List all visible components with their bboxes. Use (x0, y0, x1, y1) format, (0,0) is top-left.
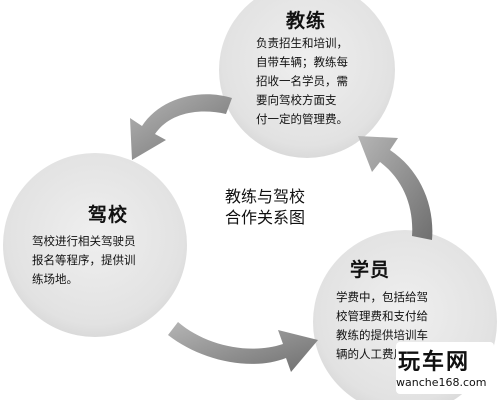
diagram-title: 教练与驾校 合作关系图 (224, 187, 305, 227)
watermark: 玩车网 wanche168.com (396, 342, 494, 394)
arrow-school-to-student (168, 322, 318, 372)
school-circle (3, 153, 187, 337)
student-title: 学员 (350, 259, 391, 281)
coach-title: 教练 (286, 10, 327, 32)
arrow-student-to-coach (358, 136, 433, 240)
coach-description: 负责招生和培训， 自带车辆；教练每 招收一名学员，需 要向驾校方面支 付一定的管… (256, 36, 348, 126)
watermark-url: wanche168.com (396, 376, 487, 389)
coach-circle (219, 0, 395, 158)
school-title: 驾校 (88, 204, 129, 226)
school-description: 驾校进行相关驾驶员 报名等程序，提供训 练场地。 (32, 234, 136, 286)
arrow-coach-to-school (130, 94, 232, 160)
watermark-logo: 玩车网 (398, 350, 471, 375)
